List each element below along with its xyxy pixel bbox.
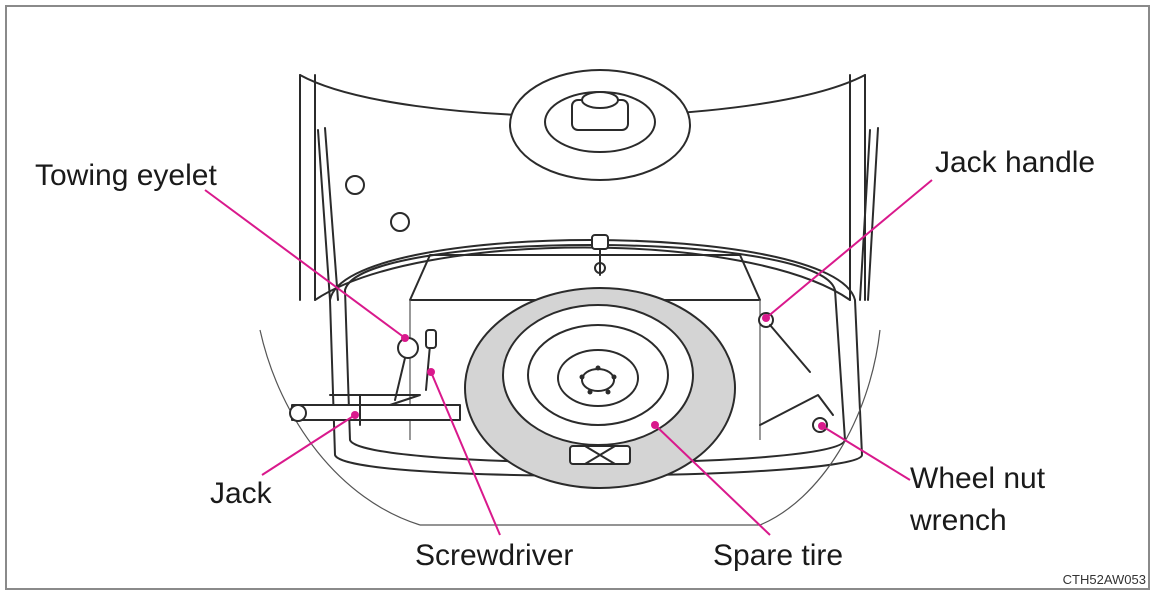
figure-code: CTH52AW053: [1063, 572, 1146, 587]
label-wheel-nut-wrench-line2: wrench: [909, 504, 1007, 537]
leader-jack: [262, 415, 355, 475]
label-jack-handle: Jack handle: [935, 146, 1095, 179]
label-towing-eyelet: Towing eyelet: [35, 159, 217, 192]
label-wheel-nut-wrench-line1: Wheel nut: [910, 462, 1046, 495]
label-jack: Jack: [210, 477, 273, 510]
label-spare-tire: Spare tire: [713, 539, 843, 572]
label-screwdriver: Screwdriver: [415, 539, 573, 572]
spare-tire-illustration: [465, 288, 735, 488]
leader-wheel-nut-wrench: [822, 426, 910, 480]
leader-towing-eyelet: [205, 190, 405, 338]
